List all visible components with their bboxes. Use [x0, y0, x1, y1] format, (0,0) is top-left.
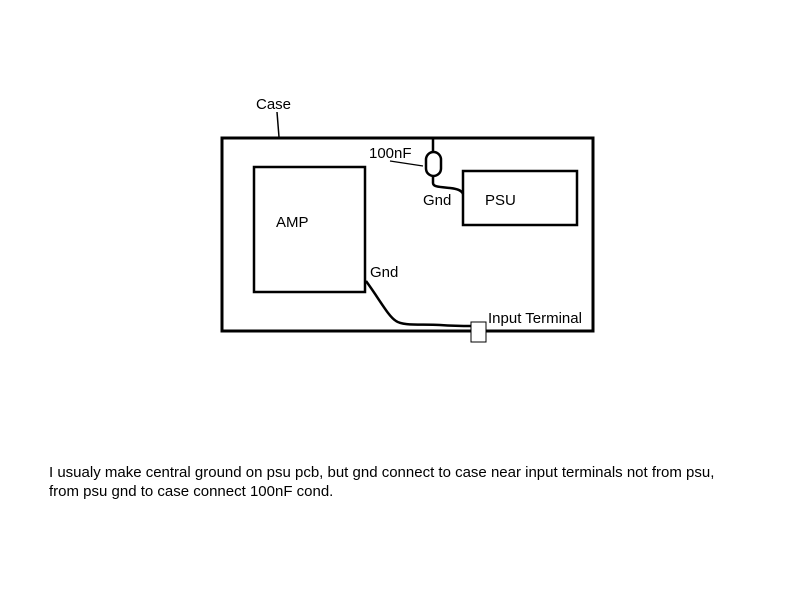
- amp-gnd-label: Gnd: [370, 264, 398, 281]
- input-terminal-label: Input Terminal: [488, 310, 582, 327]
- description-line-1: I usualy make central ground on psu pcb,…: [49, 464, 715, 481]
- amp-label: AMP: [276, 214, 309, 231]
- amp-box: [252, 165, 367, 294]
- description-line-2: from psu gnd to case connect 100nF cond.: [49, 483, 334, 500]
- amp-ground-wire: [364, 280, 473, 328]
- psu-label: PSU: [485, 192, 516, 209]
- capacitor-symbol: [424, 150, 443, 178]
- input-terminal-symbol: [470, 321, 487, 343]
- capacitor-to-psu-wire: [431, 176, 465, 195]
- capacitor-label: 100nF: [369, 145, 412, 162]
- case-label: Case: [256, 96, 291, 113]
- description-text: I usualy make central ground on psu pcb,…: [49, 463, 789, 501]
- psu-box: [461, 169, 579, 227]
- case-box: [220, 136, 595, 333]
- capacitor-leader-line: [389, 160, 424, 167]
- psu-gnd-label: Gnd: [423, 192, 451, 209]
- case-leader-line: [276, 111, 280, 138]
